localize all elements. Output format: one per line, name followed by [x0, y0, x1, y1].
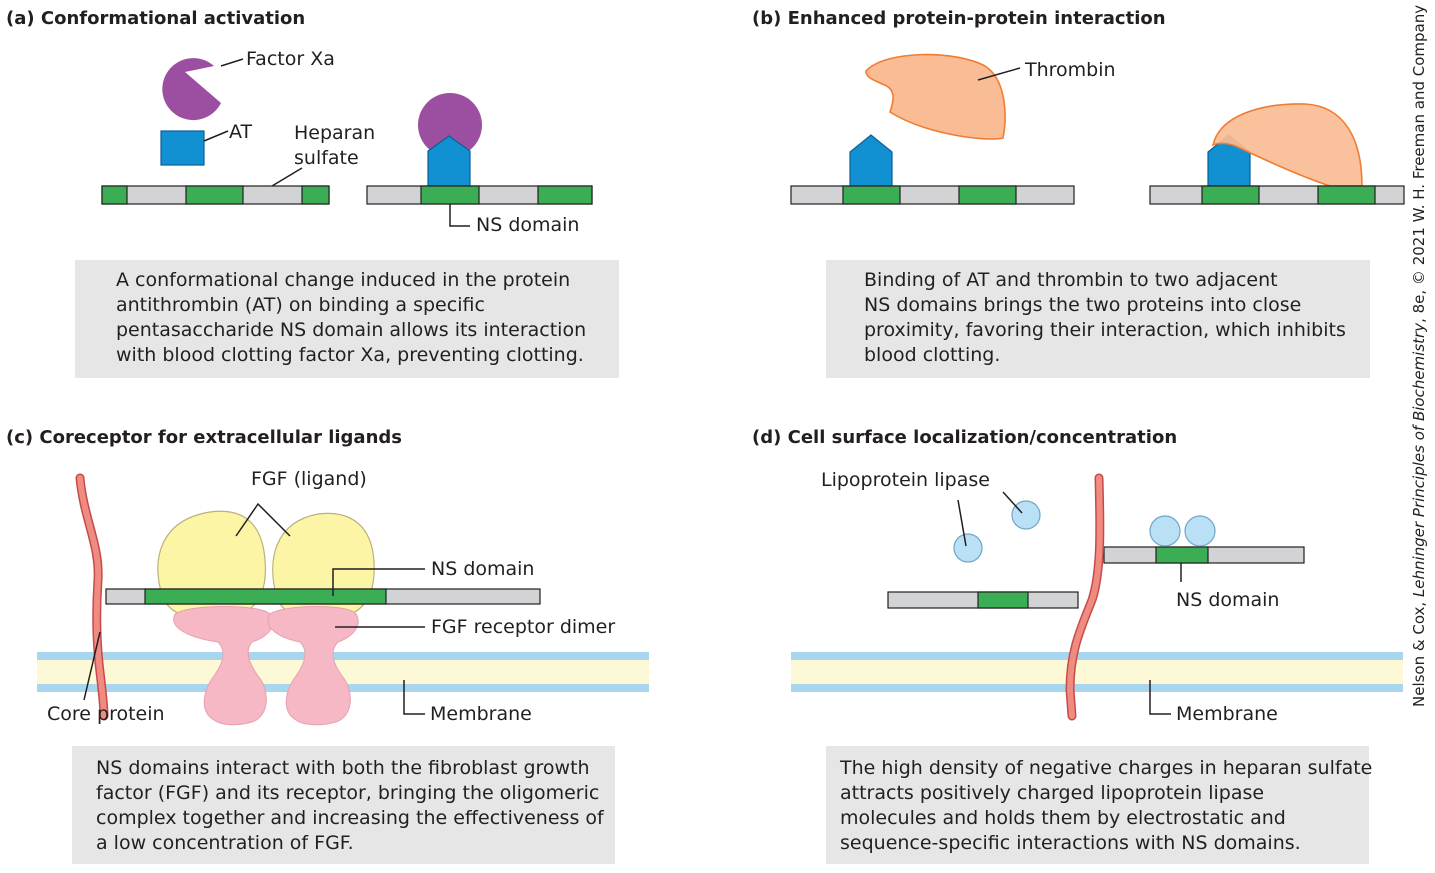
at-square: [160, 130, 205, 166]
caption-b-line: Binding of AT and thrombin to two adjace…: [864, 269, 1278, 291]
caption-b-line: NS domains brings the two proteins into …: [864, 294, 1302, 316]
panel-b-diagram: Thrombin: [790, 53, 1405, 205]
core-protein-d: [1066, 475, 1103, 719]
thrombin-shape: [865, 53, 1006, 140]
ns-segment: [420, 185, 480, 205]
factor-xa-leader: [220, 58, 244, 67]
ns-domain-leader-c: [332, 568, 425, 596]
at-leader: [203, 130, 229, 142]
membrane-label-c: Membrane: [430, 703, 532, 725]
lipase-molecule: [953, 533, 983, 563]
lipase-label: Lipoprotein lipase: [821, 469, 990, 491]
lipase-molecule-bound: [1184, 515, 1216, 547]
heparan-leader: [271, 167, 303, 187]
panel-d-title: (d) Cell surface localization/concentrat…: [752, 427, 1177, 448]
caption-b-line: blood clotting.: [864, 344, 1001, 366]
caption-c-line: a low concentration of FGF.: [96, 832, 354, 854]
at-label: AT: [229, 121, 253, 143]
ns-segment: [537, 185, 593, 205]
heparan-label-line1: Heparan: [294, 122, 375, 144]
caption-a: A conformational change induced in the p…: [75, 260, 619, 378]
lipase-leader: [1002, 491, 1023, 514]
caption-a-line: antithrombin (AT) on binding a specific: [116, 294, 485, 316]
caption-b: Binding of AT and thrombin to two adjace…: [826, 260, 1370, 378]
caption-a-line: A conformational change induced in the p…: [116, 269, 571, 291]
membrane-c-top: [37, 652, 649, 660]
panel-a-title: (a) Conformational activation: [6, 8, 305, 29]
heparan-label-line2: sulfate: [294, 147, 359, 169]
lipase-molecule-bound: [1149, 515, 1181, 547]
factor-xa-shape: [162, 58, 221, 121]
membrane-d-bottom: [791, 684, 1403, 692]
factor-xa-label: Factor Xa: [246, 48, 335, 70]
core-protein-label: Core protein: [47, 703, 165, 725]
fgf-leader: [235, 502, 291, 537]
thrombin-label: Thrombin: [1024, 59, 1116, 81]
ns-segment: [842, 185, 901, 205]
at-activated: [849, 134, 893, 187]
caption-c-line: NS domains interact with both the fibrob…: [96, 757, 590, 779]
ns-segment: [1317, 185, 1376, 205]
fgf-receptor-right: [267, 606, 359, 726]
panel-d-diagram: Lipoprotein lipase NS domain Membrane: [791, 469, 1403, 725]
ns-segment: [185, 185, 244, 205]
ns-domain-label-c: NS domain: [431, 558, 534, 580]
ns-segment: [301, 185, 330, 205]
caption-c-line: factor (FGF) and its receptor, bringing …: [96, 782, 600, 804]
ns-segment: [958, 185, 1017, 205]
copyright-credit: Nelson & Cox, Lehninger Principles of Bi…: [1410, 5, 1428, 707]
ns-segment: [101, 185, 128, 205]
caption-d-line: attracts positively charged lipoprotein …: [840, 782, 1265, 804]
membrane-label-d: Membrane: [1176, 703, 1278, 725]
membrane-leader-d: [1149, 680, 1171, 715]
ns-domain-label: NS domain: [476, 214, 579, 236]
ns-domain-label-d: NS domain: [1176, 589, 1279, 611]
panel-a-diagram: Factor Xa AT Heparan sulfate NS domain: [101, 48, 593, 236]
caption-c: NS domains interact with both the fibrob…: [72, 746, 615, 864]
caption-c-line: complex together and increasing the effe…: [96, 807, 604, 829]
membrane-d-top: [791, 652, 1403, 660]
panel-b-title: (b) Enhanced protein-protein interaction: [752, 8, 1166, 29]
thrombin-leader: [977, 67, 1021, 81]
caption-d-line: The high density of negative charges in …: [840, 757, 1373, 779]
ns-domain-leader: [449, 204, 470, 227]
core-protein-leader: [83, 631, 101, 701]
ns-segment-long: [144, 588, 387, 605]
caption-a-line: with blood clotting factor Xa, preventin…: [116, 344, 584, 366]
receptor-label: FGF receptor dimer: [431, 616, 615, 638]
caption-d-line: sequence-specific interactions with NS d…: [840, 832, 1301, 854]
panel-c-title: (c) Coreceptor for extracellular ligands: [6, 427, 402, 448]
heparan-strand-b-left: [790, 185, 1075, 205]
fgf-label: FGF (ligand): [251, 468, 367, 490]
caption-b-line: proximity, favoring their interaction, w…: [864, 319, 1346, 341]
membrane-leader-c: [403, 680, 425, 715]
ns-segment: [977, 591, 1029, 609]
factor-xa-bound: [418, 93, 482, 157]
caption-a-line: pentasaccharide NS domain allows its int…: [116, 319, 587, 341]
panel-c-diagram: FGF (ligand) NS domain FGF receptor dime…: [37, 468, 649, 726]
caption-d-line: molecules and holds them by electrostati…: [840, 807, 1286, 829]
caption-d: The high density of negative charges in …: [826, 746, 1373, 864]
lipase-leader: [957, 499, 967, 547]
lipase-molecule: [1011, 500, 1041, 530]
ns-segment: [1201, 185, 1260, 205]
core-protein: [77, 475, 107, 719]
ns-segment: [1155, 546, 1209, 564]
thrombin-bound: [1211, 103, 1363, 187]
